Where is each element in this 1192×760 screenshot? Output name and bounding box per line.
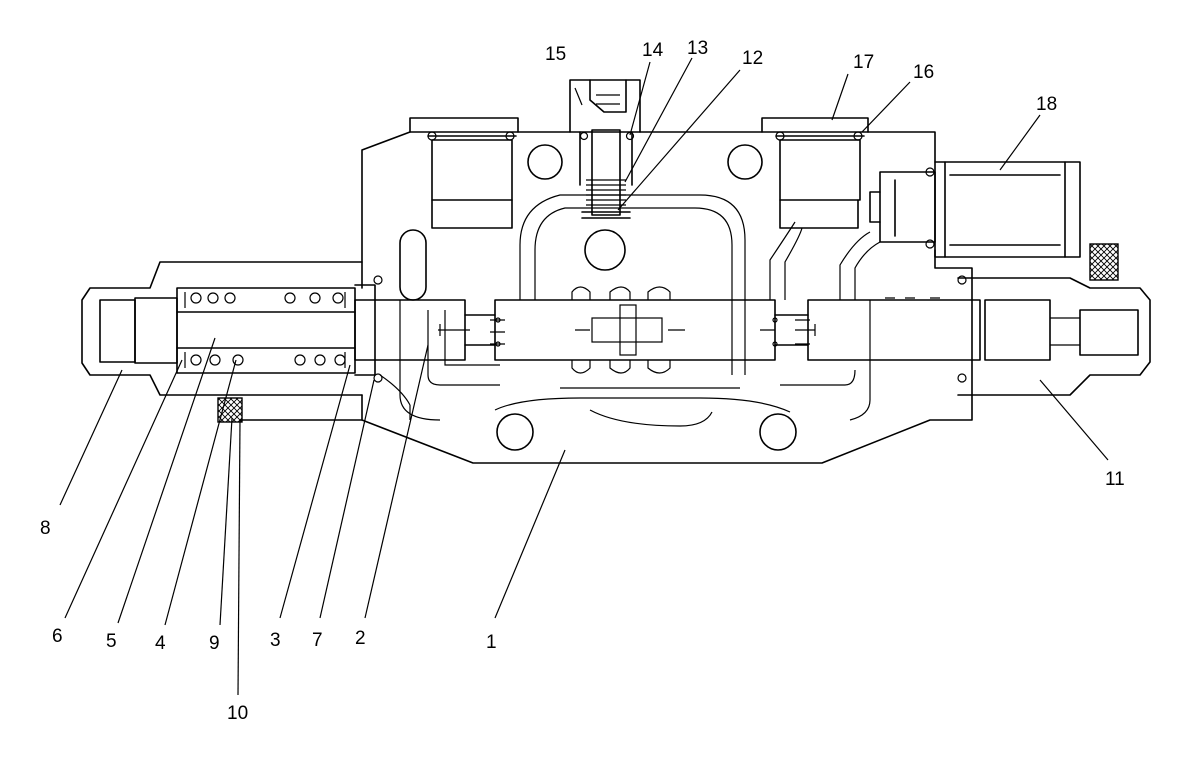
valve-body — [239, 131, 973, 464]
label-part-18: 18 — [1036, 94, 1057, 115]
label-part-7: 7 — [312, 630, 323, 651]
main-spool — [354, 286, 981, 374]
label-part-16: 16 — [913, 62, 934, 83]
label-part-1: 1 — [486, 632, 497, 653]
label-part-15: 15 — [545, 44, 566, 65]
internal-channels — [399, 194, 881, 421]
label-part-4: 4 — [155, 633, 166, 654]
label-part-12: 12 — [742, 48, 763, 69]
label-part-13: 13 — [687, 38, 708, 59]
label-part-10: 10 — [227, 703, 248, 724]
left-spring-housing — [81, 261, 383, 423]
label-part-11: 11 — [1105, 469, 1125, 490]
label-part-17: 17 — [853, 52, 874, 73]
leader-lines — [59, 57, 1109, 696]
label-part-8: 8 — [40, 518, 51, 539]
label-part-6: 6 — [52, 626, 63, 647]
body-passages — [399, 144, 797, 451]
left-plug-17 — [409, 117, 519, 229]
relief-valve-18 — [869, 161, 1081, 258]
label-part-9: 9 — [209, 633, 220, 654]
part-labels: 1 2 3 4 5 6 7 8 9 10 11 12 13 14 15 16 1… — [40, 38, 1125, 724]
label-part-5: 5 — [106, 631, 117, 652]
check-valve-assembly — [569, 79, 641, 219]
label-part-2: 2 — [355, 628, 366, 649]
label-part-14: 14 — [642, 40, 664, 61]
label-part-3: 3 — [270, 630, 281, 651]
right-end-cap — [885, 243, 1151, 396]
right-plug-17 — [761, 117, 869, 229]
